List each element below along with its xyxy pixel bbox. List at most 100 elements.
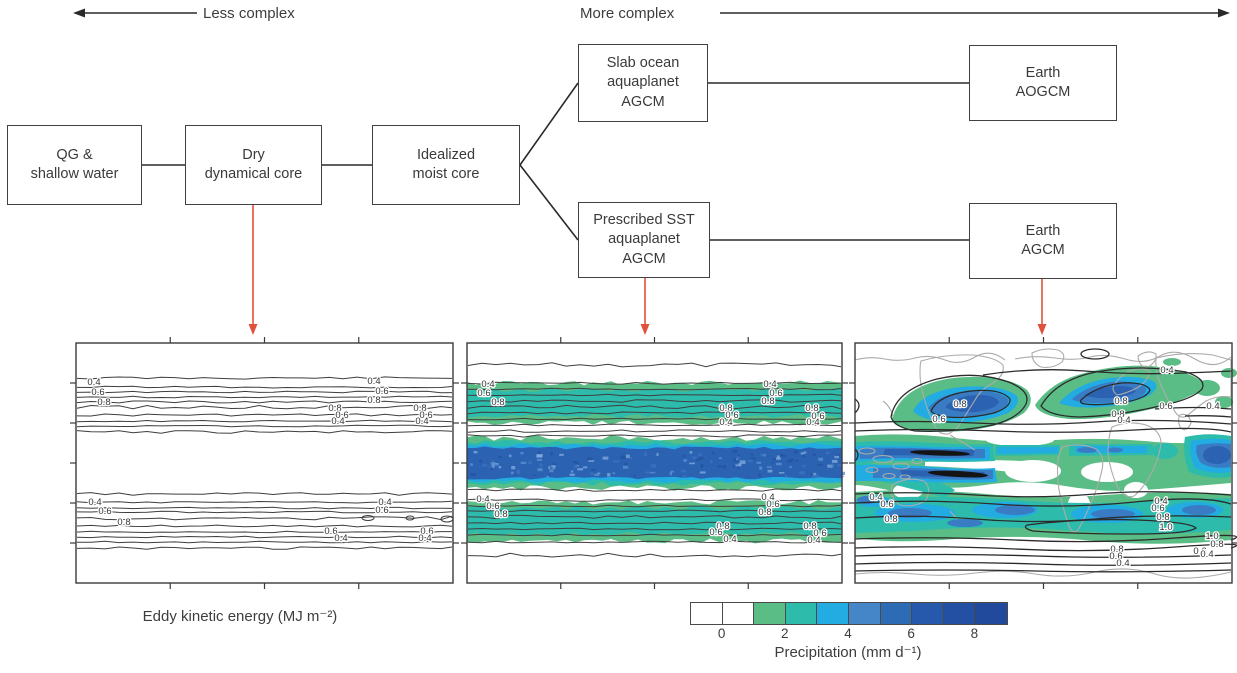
box-label-line: AOGCM xyxy=(1015,84,1071,100)
contour-label: 0.8 xyxy=(1156,512,1169,523)
contour-label: 0.8 xyxy=(491,397,504,408)
contour-label: 0.6 xyxy=(98,506,111,517)
contour-label: 0.4 xyxy=(334,533,347,544)
contour-label: 0.6 xyxy=(375,386,388,397)
contour-label: 0.4 xyxy=(481,379,494,390)
contour-label: 0.8 xyxy=(367,395,380,406)
contour-label: 0.8 xyxy=(761,396,774,407)
contour-label: 0.6 xyxy=(419,410,432,421)
contour-label: 0.4 xyxy=(806,417,819,428)
coastline xyxy=(1137,351,1157,368)
colorbar-tick-label: 8 xyxy=(970,626,979,641)
contour-label: 0.6 xyxy=(335,410,348,421)
box-label-line: Earth xyxy=(1025,222,1061,239)
box-slab-ocean-aquaplanet-agcm: Slab ocean aquaplanet AGCM xyxy=(578,44,708,122)
contour-label: 0.8 xyxy=(805,403,818,414)
coastline xyxy=(882,400,894,418)
colorbar-cell xyxy=(691,603,723,624)
middle-panel-aquaplanet-precipitation-plot: 0.40.60.80.40.60.80.80.60.40.80.60.40.40… xyxy=(461,337,848,589)
box-label-line: Earth xyxy=(1025,64,1061,81)
contour-label: 0.6 xyxy=(709,527,722,538)
coastline xyxy=(890,478,930,507)
box-label-line: QG & xyxy=(56,146,93,163)
colorbar-cell xyxy=(754,603,786,624)
contour-label: 0.4 xyxy=(1160,365,1173,376)
coastline xyxy=(949,434,976,451)
box-qg-shallow-water: QG & shallow water xyxy=(7,125,142,205)
box-label-line: dynamical core xyxy=(204,166,303,182)
precipitation-axis-label: Precipitation (mm d⁻¹) xyxy=(774,644,922,661)
coastline xyxy=(854,352,1006,363)
contour-label: 0.4 xyxy=(331,416,344,427)
contour-label: 0.6 xyxy=(1109,551,1122,562)
box-prescribed-sst-aquaplanet-agcm: Prescribed SST aquaplanet AGCM xyxy=(578,202,710,278)
box-label-line: AGCM xyxy=(621,93,665,110)
contour-label: 0.4 xyxy=(367,376,380,387)
more-complex-label: More complex xyxy=(580,5,675,22)
precipitation-colorbar xyxy=(690,602,1008,625)
contour-label: 1.0 xyxy=(1205,531,1218,542)
contour-label: 0.4 xyxy=(763,379,776,390)
contour-label: 0.8 xyxy=(953,399,966,410)
contour-label: 0.8 xyxy=(803,521,816,532)
box-label-line: aquaplanet xyxy=(608,231,680,248)
contour-label: 0.8 xyxy=(1210,539,1223,550)
contour-label: 0.8 xyxy=(1114,396,1127,407)
contour-label: 0.4 xyxy=(476,494,489,505)
box-earth-aogcm: Earth AOGCM xyxy=(969,45,1117,121)
coastline xyxy=(1107,422,1162,498)
contour-label: 0.4 xyxy=(807,535,820,546)
contour-label: 0.8 xyxy=(1111,409,1124,420)
contour-label: 0.6 xyxy=(324,526,337,537)
less-complex-label: Less complex xyxy=(203,5,295,22)
contour-label: 0.6 xyxy=(813,528,826,539)
colorbar-cell xyxy=(817,603,849,624)
contour-label: 0.4 xyxy=(1200,549,1213,560)
contour-label: 0.6 xyxy=(725,410,738,421)
contour-label: 0.4 xyxy=(1117,415,1130,426)
colorbar-tick-label: 2 xyxy=(781,626,789,641)
contour-label: 0.6 xyxy=(932,414,945,425)
box-label-line: AGCM xyxy=(622,250,666,267)
contour-label: 0.6 xyxy=(766,499,779,510)
box-earth-agcm: Earth AGCM xyxy=(969,203,1117,279)
colorbar-cell xyxy=(975,603,1007,624)
contour-label: 0.4 xyxy=(1154,496,1167,507)
contour-label: 0.8 xyxy=(716,521,729,532)
contour-label: 0.4 xyxy=(1116,558,1129,569)
contour-label: 0.4 xyxy=(378,497,391,508)
contour-label: 0.6 xyxy=(375,505,388,516)
contour-label: 0.4 xyxy=(723,534,736,545)
colorbar-cell xyxy=(848,603,881,624)
contour-label: 0.8 xyxy=(328,403,341,414)
contour-label: 0.4 xyxy=(719,417,732,428)
contour-label: 0.6 xyxy=(420,526,433,537)
coastline xyxy=(919,354,1004,435)
contour-label: 0.6 xyxy=(1159,401,1172,412)
colorbar-cell xyxy=(785,603,818,624)
contour-label: 0.4 xyxy=(88,497,101,508)
coastline xyxy=(1155,352,1232,418)
box-label-line: Dry xyxy=(242,146,265,163)
eddy-kinetic-energy-axis-label: Eddy kinetic energy (MJ m⁻²) xyxy=(142,608,338,625)
box-label-line: aquaplanet xyxy=(607,74,679,91)
contour-label: 0.6 xyxy=(91,387,104,398)
contour-label: 0.6 xyxy=(811,411,824,422)
contour-label: 0.8 xyxy=(1110,544,1123,555)
contour-label: 0.4 xyxy=(415,416,428,427)
coastline xyxy=(1112,368,1151,396)
colorbar-cell xyxy=(722,603,755,624)
box-label-line: Prescribed SST xyxy=(593,212,695,229)
colorbar-cell xyxy=(912,603,944,624)
colorbar-tick-label: 4 xyxy=(844,626,852,641)
contour-label: 0.8 xyxy=(117,517,130,528)
box-dry-dynamical-core: Dry dynamical core xyxy=(185,125,322,205)
box-label-line: Idealized xyxy=(416,146,476,163)
coastline xyxy=(1014,351,1232,366)
colorbar-tick-label: 6 xyxy=(907,626,915,641)
box-label-line: Slab ocean xyxy=(606,55,680,72)
colorbar-cell xyxy=(943,603,976,624)
contour-label: 0.4 xyxy=(87,377,100,388)
colorbar-cell xyxy=(880,603,913,624)
